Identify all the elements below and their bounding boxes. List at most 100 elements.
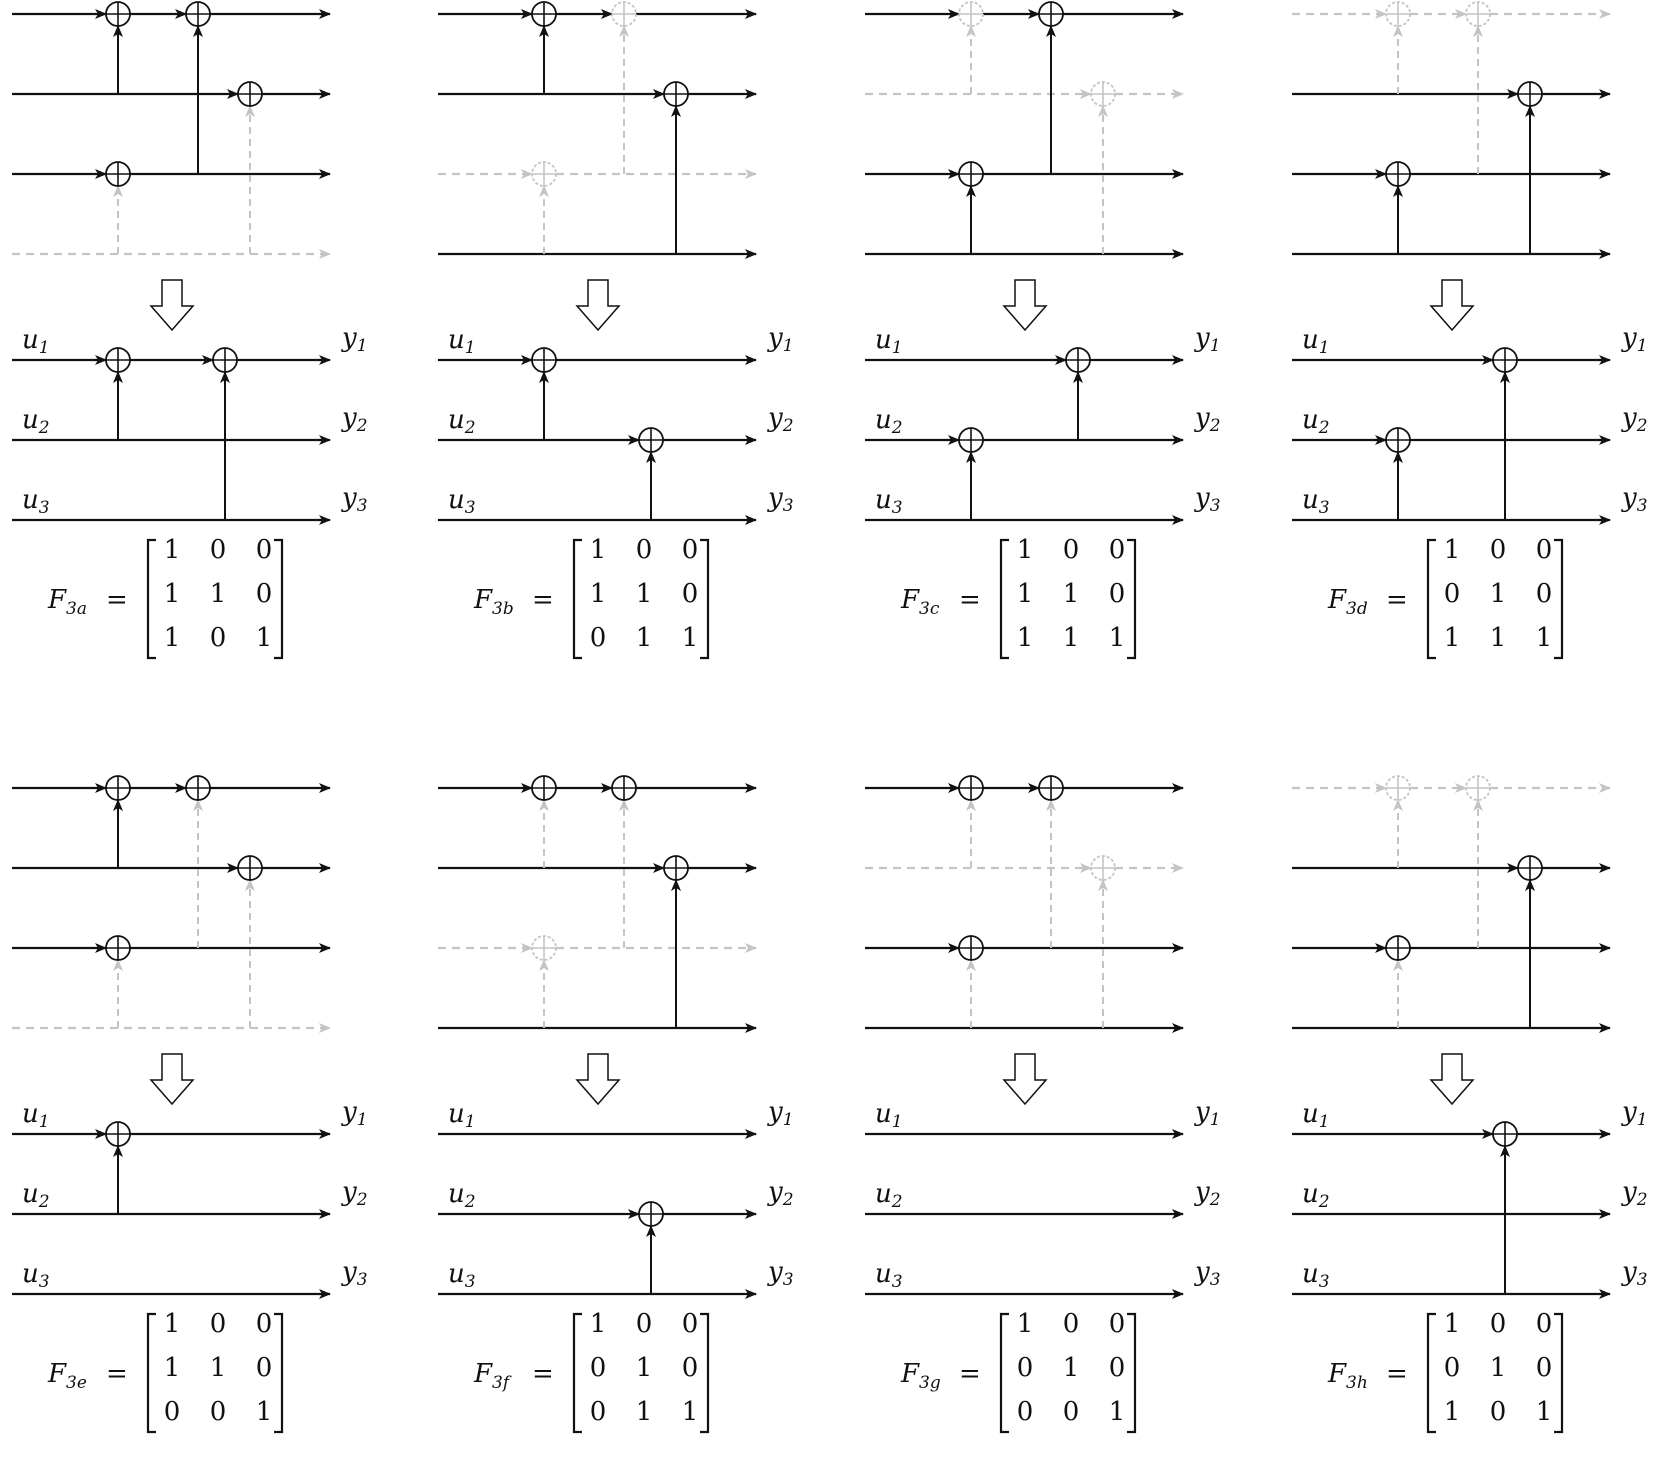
matrix-cell: 1 [1017, 1309, 1034, 1339]
matrix-cell: 0 [1536, 579, 1553, 609]
output-label-y1: y1 [1621, 1097, 1648, 1130]
top-circuit-3f [438, 775, 757, 1033]
matrix-cell: 1 [636, 623, 653, 653]
input-label-u2: u2 [875, 1179, 903, 1212]
input-label-u1: u1 [22, 325, 50, 358]
reduction-arrow-icon [149, 1053, 195, 1106]
output-label-y3: y3 [341, 1257, 368, 1290]
matrix-cell: 0 [1490, 1397, 1507, 1427]
matrix-name-3e: F3e [47, 1359, 87, 1393]
reduced-xor-gate-2 [958, 427, 984, 453]
matrix-cell: 1 [1444, 1397, 1461, 1427]
matrix-cell: 1 [1063, 579, 1080, 609]
top-xor-gate-2 [1465, 775, 1491, 801]
input-label-u2: u2 [875, 405, 903, 438]
input-label-u2: u2 [22, 405, 50, 438]
matrix-cell: 1 [1063, 1353, 1080, 1383]
equals-sign: = [106, 1359, 128, 1389]
top-xor-gate-1 [1385, 1, 1411, 27]
matrix-cell: 1 [1109, 1397, 1126, 1427]
matrix-cell: 1 [682, 1397, 699, 1427]
top-xor-gate-1 [105, 1, 131, 27]
input-label-u3: u3 [448, 1259, 476, 1292]
top-xor-gate-1 [105, 775, 131, 801]
output-label-y3: y3 [341, 483, 368, 516]
matrix-cell: 0 [1490, 1309, 1507, 1339]
matrix-left-bracket [1426, 538, 1436, 660]
matrix-cell: 1 [210, 1353, 227, 1383]
matrix-cell: 0 [682, 1353, 699, 1383]
matrix-cell: 0 [1444, 1353, 1461, 1383]
reduced-xor-gate-2 [638, 427, 664, 453]
matrix-left-bracket [146, 1312, 156, 1434]
matrix-cell: 0 [682, 1309, 699, 1339]
input-label-u2: u2 [1302, 1179, 1330, 1212]
reduced-xor-gate-1 [638, 1201, 664, 1227]
output-label-y1: y1 [341, 323, 368, 356]
top-xor-gate-3 [1090, 855, 1116, 881]
top-xor-gate-2 [1038, 1, 1064, 27]
matrix-cell: 1 [1490, 623, 1507, 653]
input-label-u3: u3 [448, 485, 476, 518]
matrix-cell: 0 [1536, 1309, 1553, 1339]
matrix-left-bracket [572, 1312, 582, 1434]
input-label-u3: u3 [875, 485, 903, 518]
top-xor-gate-3 [663, 81, 689, 107]
input-label-u3: u3 [1302, 485, 1330, 518]
matrix-right-bracket [274, 538, 284, 660]
matrix-right-bracket [1554, 538, 1564, 660]
matrix-name-3b: F3b [473, 585, 514, 619]
matrix-cell: 1 [636, 579, 653, 609]
equals-sign: = [1386, 585, 1408, 615]
top-xor-gate-1 [958, 775, 984, 801]
top-xor-gate-1 [1385, 775, 1411, 801]
output-label-y2: y2 [341, 1177, 368, 1210]
matrix-cell: 1 [590, 1309, 607, 1339]
input-label-u1: u1 [1302, 1099, 1330, 1132]
matrix-left-bracket [1426, 1312, 1436, 1434]
matrix-cell: 0 [256, 1353, 273, 1383]
output-label-y3: y3 [1621, 483, 1648, 516]
reduced-xor-gate-2 [1385, 427, 1411, 453]
equals-sign: = [1386, 1359, 1408, 1389]
matrix-name-3a: F3a [47, 585, 87, 619]
matrix-right-bracket [1554, 1312, 1564, 1434]
matrix-cell: 0 [682, 579, 699, 609]
matrix-cell: 0 [1490, 535, 1507, 565]
matrix-name-3c: F3c [900, 585, 940, 619]
reduced-xor-gate-1 [1065, 347, 1091, 373]
input-label-u1: u1 [875, 1099, 903, 1132]
matrix-cell: 0 [210, 535, 227, 565]
top-xor-gate-1 [958, 1, 984, 27]
input-label-u2: u2 [448, 405, 476, 438]
output-label-y1: y1 [1621, 323, 1648, 356]
top-circuit-3d [1292, 1, 1611, 259]
reduced-xor-gate-1 [1492, 1121, 1518, 1147]
top-xor-gate-3 [237, 855, 263, 881]
top-xor-gate-3 [1090, 81, 1116, 107]
matrix-left-bracket [572, 538, 582, 660]
top-xor-gate-4 [105, 161, 131, 187]
equals-sign: = [106, 585, 128, 615]
top-circuit-3g [865, 775, 1184, 1033]
reduced-xor-gate-1 [531, 347, 557, 373]
matrix-cell: 1 [164, 623, 181, 653]
output-label-y3: y3 [1194, 1257, 1221, 1290]
top-xor-gate-2 [611, 775, 637, 801]
top-xor-gate-4 [1385, 161, 1411, 187]
matrix-cell: 0 [164, 1397, 181, 1427]
matrix-cell: 0 [256, 579, 273, 609]
top-xor-gate-2 [1465, 1, 1491, 27]
top-circuit-3e [12, 775, 331, 1033]
matrix-cell: 0 [1109, 1353, 1126, 1383]
